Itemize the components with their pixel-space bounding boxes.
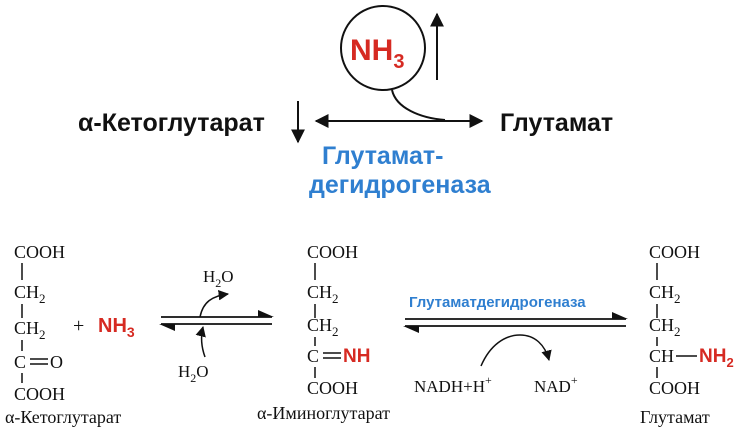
glu-ch2-2: CH2 <box>649 315 681 339</box>
iminoglutarate-structure: COOH CH2 CH2 C NH COOH α-Иминоглутарат <box>257 242 390 423</box>
top-scheme: NH3 α-Кетоглутарат Глутамат Глутамат- де… <box>78 5 613 199</box>
plus-sign: + <box>73 315 84 337</box>
keto-cooh-bottom: COOH <box>14 384 65 404</box>
glutamate-structure: COOH CH2 CH2 CH NH2 COOH Глутамат <box>640 242 734 427</box>
imino-cooh-bottom: COOH <box>307 378 358 398</box>
top-product: Глутамат <box>500 109 613 137</box>
keto-ch2-2: CH2 <box>14 318 46 342</box>
imino-ch2-1: CH2 <box>307 282 339 306</box>
keto-name: α-Кетоглутарат <box>5 407 121 427</box>
glu-name: Глутамат <box>640 407 710 427</box>
bottom-reaction: COOH CH2 CH2 C O COOH α-Кетоглутарат + N… <box>5 242 734 427</box>
eq1-forward-head <box>258 310 274 317</box>
top-enzyme-line2: дегидрогеназа <box>309 171 492 199</box>
glu-cooh-bottom: COOH <box>649 378 700 398</box>
imino-c: C <box>307 346 319 366</box>
eq2-backward-head <box>403 326 419 333</box>
keto-cooh-top: COOH <box>14 242 65 262</box>
ammonia-connector <box>391 89 446 121</box>
imino-name: α-Иминоглутарат <box>257 403 390 423</box>
top-substrate: α-Кетоглутарат <box>78 109 265 137</box>
water-uptake-arrow <box>195 325 206 358</box>
top-ammonia-label: NH3 <box>350 34 404 73</box>
glu-ch2-1: CH2 <box>649 282 681 306</box>
equilibrium-arrows-2 <box>403 312 628 367</box>
ketoglutarate-structure: COOH CH2 CH2 C O COOH α-Кетоглутарат <box>5 242 121 427</box>
glu-cooh-top: COOH <box>649 242 700 262</box>
imino-cooh-top: COOH <box>307 242 358 262</box>
bottom-enzyme: Глутаматдегидрогеназа <box>409 294 586 311</box>
water-release-arrow <box>199 289 230 318</box>
eq1-backward-head <box>159 324 175 331</box>
keto-o: O <box>50 352 63 372</box>
eq2-forward-head <box>612 312 628 319</box>
equilibrium-arrows-1 <box>159 289 274 358</box>
top-enzyme-line1: Глутамат- <box>322 142 443 170</box>
water-out-label: H2O <box>203 267 234 290</box>
nad-label: NAD+ <box>534 373 578 396</box>
imino-ch2-2: CH2 <box>307 315 339 339</box>
keto-c: C <box>14 352 26 372</box>
ammonia-circle <box>340 5 426 91</box>
water-in-label: H2O <box>178 362 209 385</box>
keto-ch2-1: CH2 <box>14 282 46 306</box>
bottom-ammonia: NH3 <box>98 315 135 340</box>
cofactor-arrow <box>480 334 552 367</box>
glu-nh2: NH2 <box>699 346 734 370</box>
glu-ch: CH <box>649 346 674 366</box>
nadh-label: NADH+H+ <box>414 373 492 396</box>
imino-nh: NH <box>343 346 370 367</box>
